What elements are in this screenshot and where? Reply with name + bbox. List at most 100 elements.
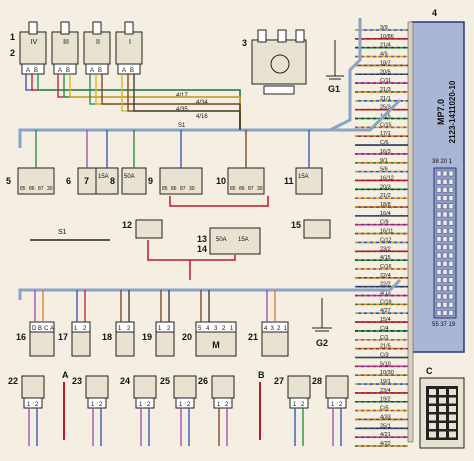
- coil-terminal: [28, 21, 38, 35]
- component-label: 18: [102, 332, 112, 342]
- pin-label: 1: [118, 326, 122, 332]
- component-label: 8: [110, 176, 115, 186]
- component-label: 7: [84, 176, 89, 186]
- fuse-label: 15A: [98, 174, 109, 180]
- wire-label: 20/5: [380, 69, 391, 75]
- wire-label: C/11: [380, 78, 391, 84]
- ecu-pin: [442, 211, 448, 218]
- ignition-coil: [83, 31, 111, 65]
- ecu-pin: [436, 244, 442, 251]
- label-b: B: [258, 370, 265, 380]
- wire-label: C/18: [380, 299, 392, 305]
- coil-number: III: [63, 39, 69, 46]
- label-14: 14: [197, 244, 207, 254]
- connector-c-pin: [449, 406, 456, 412]
- wire-label: 22/4: [380, 273, 391, 279]
- connector: [327, 397, 347, 409]
- ground-g2: G2: [312, 298, 332, 348]
- component-label: 22: [8, 376, 18, 386]
- ecu-pin: [448, 261, 454, 267]
- ecu-pin: [442, 285, 448, 291]
- wire-label: C/15: [380, 122, 392, 128]
- component-label: 19: [142, 332, 152, 342]
- ecu-pin: [436, 269, 442, 275]
- ecu-pin: [442, 170, 448, 177]
- pin-label: A: [90, 68, 94, 74]
- ecu-pin: [436, 203, 442, 210]
- pin-label: 1: [74, 326, 78, 332]
- connector-c-pin: [449, 431, 456, 438]
- ecu-pin: [448, 293, 454, 300]
- connector-c-pin: [429, 389, 436, 395]
- ecu-part-number: 2123-1411020-10: [448, 80, 457, 143]
- ecu-wire-bundle: 3/910/8621/44/518/720/5C/1121/321/125/31…: [355, 25, 408, 447]
- wire-label: 4/33: [380, 414, 391, 420]
- connector-c-pin: [439, 406, 446, 412]
- ecu-pin: [436, 285, 442, 291]
- component-label: 26: [198, 376, 208, 386]
- component-body: [85, 375, 109, 399]
- wire-label: 19/2: [380, 397, 391, 403]
- wire-label: 21/4: [380, 43, 391, 49]
- connector: [175, 397, 195, 409]
- relay-pin: 86: [171, 186, 177, 192]
- ecu-pin: [448, 285, 454, 291]
- wire-label: 4/35: [176, 107, 188, 113]
- ecu-pin: [448, 277, 454, 283]
- relay-pin: 30: [47, 186, 53, 192]
- ecu-pin: [436, 310, 442, 316]
- ecu-pin: [442, 252, 448, 259]
- wire-label: 25/3: [380, 105, 391, 111]
- ecu-pin: [448, 219, 454, 226]
- wire-label: C/5: [380, 406, 389, 412]
- component-body: [21, 375, 45, 399]
- coil-number: IV: [31, 39, 38, 46]
- pin-label: 2: [187, 402, 191, 408]
- connector-c-pins: [429, 389, 456, 438]
- relay-body: [121, 167, 147, 195]
- relay-pin: 85: [230, 186, 236, 192]
- ecu-pin: [436, 228, 442, 234]
- relay-link-wire: [169, 196, 269, 207]
- relay-pin: 85: [20, 186, 26, 192]
- pin-label: 1: [27, 402, 31, 408]
- pin-label: 4: [206, 326, 210, 332]
- wire-label: 21/5: [380, 344, 391, 350]
- pin-label: B: [66, 68, 70, 74]
- fuse-label: 50A: [124, 174, 135, 180]
- pin-label: 1: [293, 402, 297, 408]
- component-label: 16: [16, 332, 26, 342]
- ecu-pin: [448, 252, 454, 259]
- ecu-pin: [448, 211, 454, 218]
- connector-c: C: [419, 366, 465, 449]
- wire-label: 4/17: [176, 93, 188, 99]
- label-1: 1: [10, 32, 15, 42]
- wire-label: 4/15: [380, 255, 391, 261]
- connector-c-pin: [449, 397, 456, 404]
- wire-label: 21/1: [380, 96, 391, 102]
- ecu-pin: [442, 261, 448, 267]
- pin-label: 1: [91, 402, 95, 408]
- component-body: [173, 375, 197, 399]
- component-label: 6: [66, 176, 71, 186]
- ecu-pin: [442, 236, 448, 242]
- wire-label: 18/7: [380, 60, 391, 66]
- ecu-block: 4 MP7.0 2123-1411020-10 38 20 1 55 37 19: [411, 8, 465, 353]
- ecu-pin: [442, 228, 448, 234]
- relay-body: [159, 167, 203, 195]
- ecu-pin: [442, 195, 448, 201]
- relay-pin: 87: [248, 186, 254, 192]
- ecu-pin: [448, 244, 454, 251]
- ecu-pins-top: 38 20 1: [432, 159, 453, 165]
- wire-label: 16/12: [380, 175, 394, 181]
- coil-number: II: [96, 39, 100, 46]
- component-body: [287, 375, 311, 399]
- pin-label: B: [38, 326, 42, 332]
- label-a: A: [62, 370, 69, 380]
- component-body: [71, 331, 91, 357]
- ecu-pin: [436, 236, 442, 242]
- pin-label: 2: [147, 402, 151, 408]
- pin-label: B: [34, 68, 38, 74]
